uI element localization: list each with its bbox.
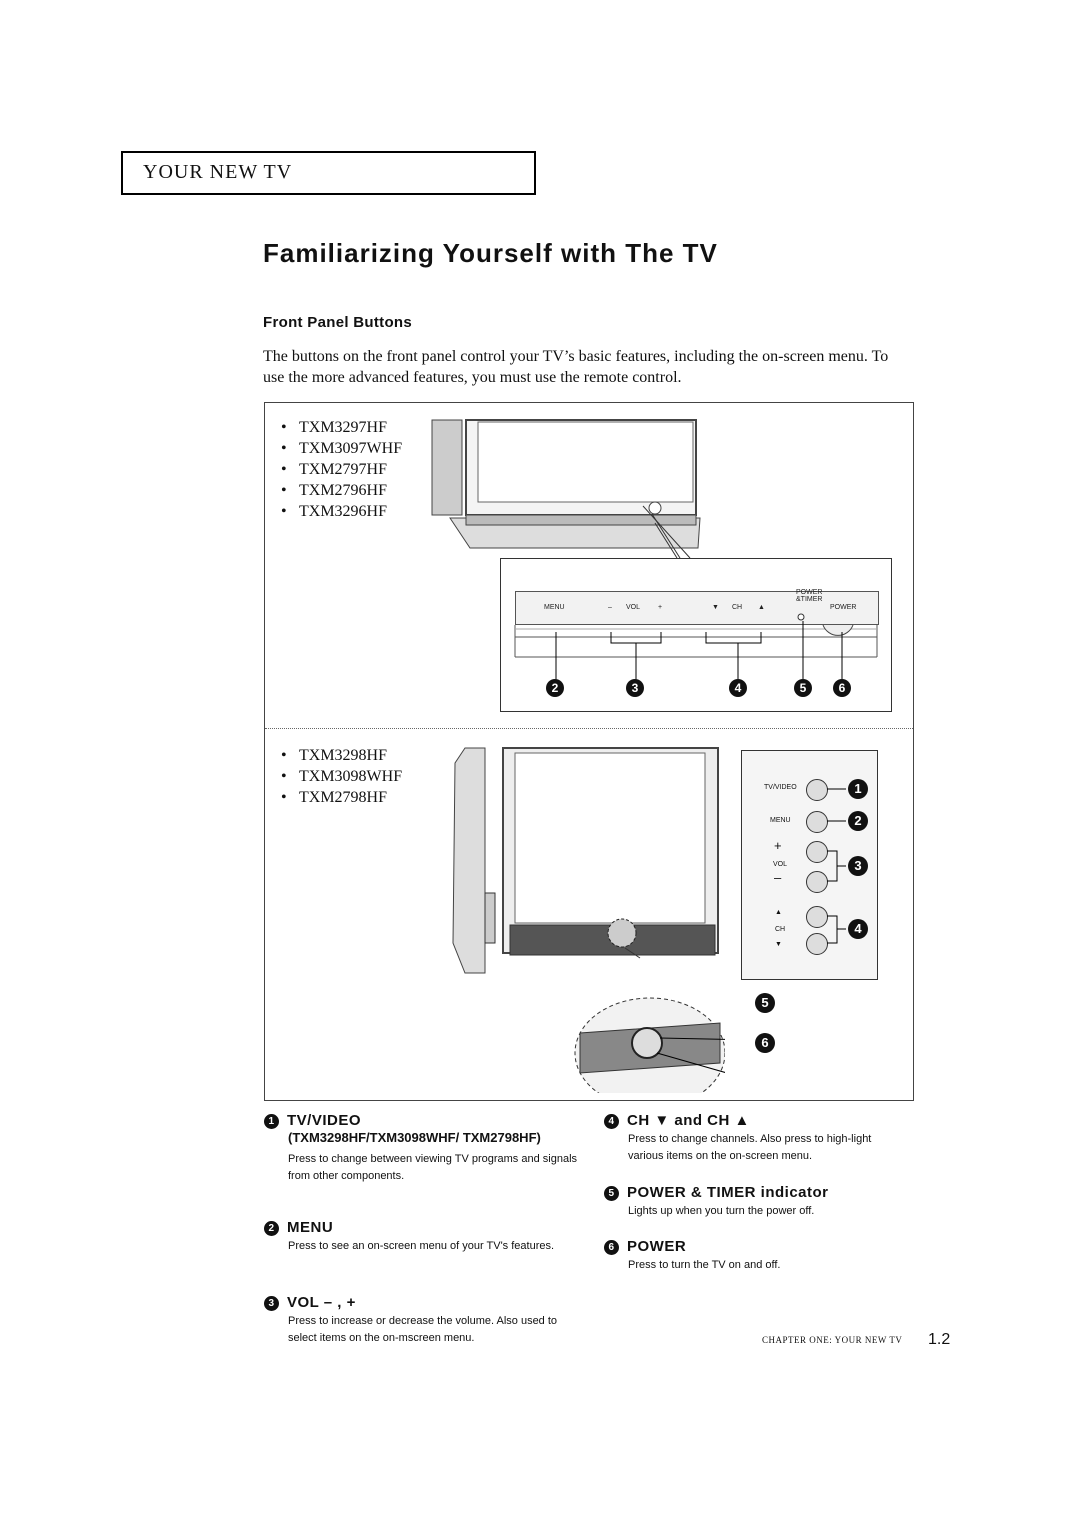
figure-divider	[265, 728, 913, 729]
side-vol-label: VOL	[773, 861, 788, 868]
item-number: 1	[264, 1114, 279, 1129]
item-3: 3 VOL – , + Press to increase or decrease…	[264, 1294, 564, 1347]
section-header-box: YOUR NEW TV	[121, 151, 536, 195]
model-item: TXM2796HF	[279, 480, 402, 501]
item-2: 2 MENU Press to see an on-screen menu of …	[264, 1219, 584, 1255]
tv-illustration-1	[431, 419, 701, 558]
item-description: Press to change channels. Also press to …	[628, 1133, 872, 1162]
callout-4: 4	[729, 679, 747, 697]
item-title: CH ▼ and CH ▲	[627, 1112, 750, 1129]
item-1: 1 TV/VIDEO (TXM3298HF/TXM3098WHF/ TXM2798…	[264, 1112, 584, 1185]
page-footer: CHAPTER ONE: YOUR NEW TV	[762, 1335, 903, 1345]
item-description: Press to change between viewing TV progr…	[288, 1153, 578, 1182]
page-title: Familiarizing Yourself with The TV	[263, 238, 718, 268]
subsection-heading: Front Panel Buttons	[263, 314, 413, 331]
callout-6-side: 6	[755, 1033, 775, 1053]
side-plus-label: +	[774, 838, 782, 853]
vol-minus-button	[806, 871, 828, 893]
front-panel-figure: TXM3297HF TXM3097WHF TXM2797HF TXM2796HF…	[264, 402, 914, 1101]
tv-video-label: TV/VIDEO	[764, 784, 797, 791]
item-subtitle: (TXM3298HF/TXM3098WHF/ TXM2798HF)	[288, 1130, 541, 1145]
model-item: TXM3098WHF	[279, 766, 402, 787]
page-number: 1.2	[928, 1331, 951, 1348]
callout-5-side: 5	[755, 993, 775, 1013]
model-item: TXM3298HF	[279, 745, 402, 766]
callout-6: 6	[833, 679, 851, 697]
item-title: POWER	[627, 1238, 687, 1255]
item-6: 6 POWER Press to turn the TV on and off.	[604, 1238, 904, 1274]
item-description: Press to see an on-screen menu of your T…	[288, 1240, 555, 1252]
item-description: Press to increase or decrease the volume…	[288, 1315, 558, 1344]
item-number: 2	[264, 1221, 279, 1236]
vol-plus-button	[806, 841, 828, 863]
item-number: 4	[604, 1114, 619, 1129]
model-item: TXM2798HF	[279, 787, 402, 808]
side-panel-closeup: TV/VIDEO MENU + VOL – ▲ CH ▼ 1 2 3 4	[741, 750, 878, 980]
vol-label: VOL	[626, 604, 641, 611]
callout-3: 3	[626, 679, 644, 697]
menu-label: MENU	[544, 604, 565, 611]
callout-4-side: 4	[848, 919, 868, 939]
callout-1: 1	[848, 779, 868, 799]
front-panel-strip: MENU – VOL + ▼ CH ▲ POWER &TIMER POWER	[515, 589, 879, 625]
item-5: 5 POWER & TIMER indicator Lights up when …	[604, 1184, 914, 1220]
item-number: 5	[604, 1186, 619, 1201]
item-title: VOL – , +	[287, 1294, 356, 1311]
model-item: TXM3296HF	[279, 501, 402, 522]
front-panel-drawing	[514, 613, 878, 679]
ch-down-label: ▼	[712, 604, 719, 611]
ch-down-button	[806, 933, 828, 955]
tv-video-button	[806, 779, 828, 801]
model-list-group2: TXM3298HF TXM3098WHF TXM2798HF	[279, 745, 402, 808]
tv-illustration-2	[452, 747, 725, 1093]
ch-label: CH	[732, 604, 743, 611]
item-number: 6	[604, 1240, 619, 1255]
vol-minus-label: –	[608, 604, 612, 611]
item-title: MENU	[287, 1219, 334, 1236]
item-number: 3	[264, 1296, 279, 1311]
model-item: TXM3097WHF	[279, 438, 402, 459]
menu-button	[806, 811, 828, 833]
item-description: Lights up when you turn the power off.	[628, 1205, 815, 1217]
callout-5: 5	[794, 679, 812, 697]
side-menu-label: MENU	[770, 817, 791, 824]
side-up-label: ▲	[775, 909, 782, 916]
power-label: POWER	[830, 604, 857, 611]
side-down-label: ▼	[775, 941, 782, 948]
item-description: Press to turn the TV on and off.	[628, 1259, 781, 1271]
ch-up-button	[806, 906, 828, 928]
item-4: 4 CH ▼ and CH ▲ Press to change channels.…	[604, 1112, 904, 1165]
power-timer-label-2: &TIMER	[796, 596, 823, 603]
model-list-group1: TXM3297HF TXM3097WHF TXM2797HF TXM2796HF…	[279, 417, 402, 522]
ch-up-label: ▲	[758, 604, 765, 611]
item-title: TV/VIDEO	[287, 1112, 362, 1129]
model-item: TXM2797HF	[279, 459, 402, 480]
item-title: POWER & TIMER indicator	[627, 1184, 829, 1201]
vol-plus-label: +	[658, 604, 663, 611]
section-header: YOUR NEW TV	[143, 161, 293, 183]
power-timer-label: POWER	[796, 589, 823, 596]
side-panel-lines	[827, 788, 846, 944]
callout-2: 2	[546, 679, 564, 697]
side-ch-label: CH	[775, 926, 786, 933]
callout-3-side: 3	[848, 856, 868, 876]
front-panel-closeup: MENU – VOL + ▼ CH ▲ POWER &TIMER POWER	[500, 558, 892, 712]
leader-lines-1	[642, 505, 691, 559]
callout-2-side: 2	[848, 811, 868, 831]
side-minus-label: –	[774, 870, 782, 885]
model-item: TXM3297HF	[279, 417, 402, 438]
intro-paragraph: The buttons on the front panel control y…	[263, 348, 889, 386]
